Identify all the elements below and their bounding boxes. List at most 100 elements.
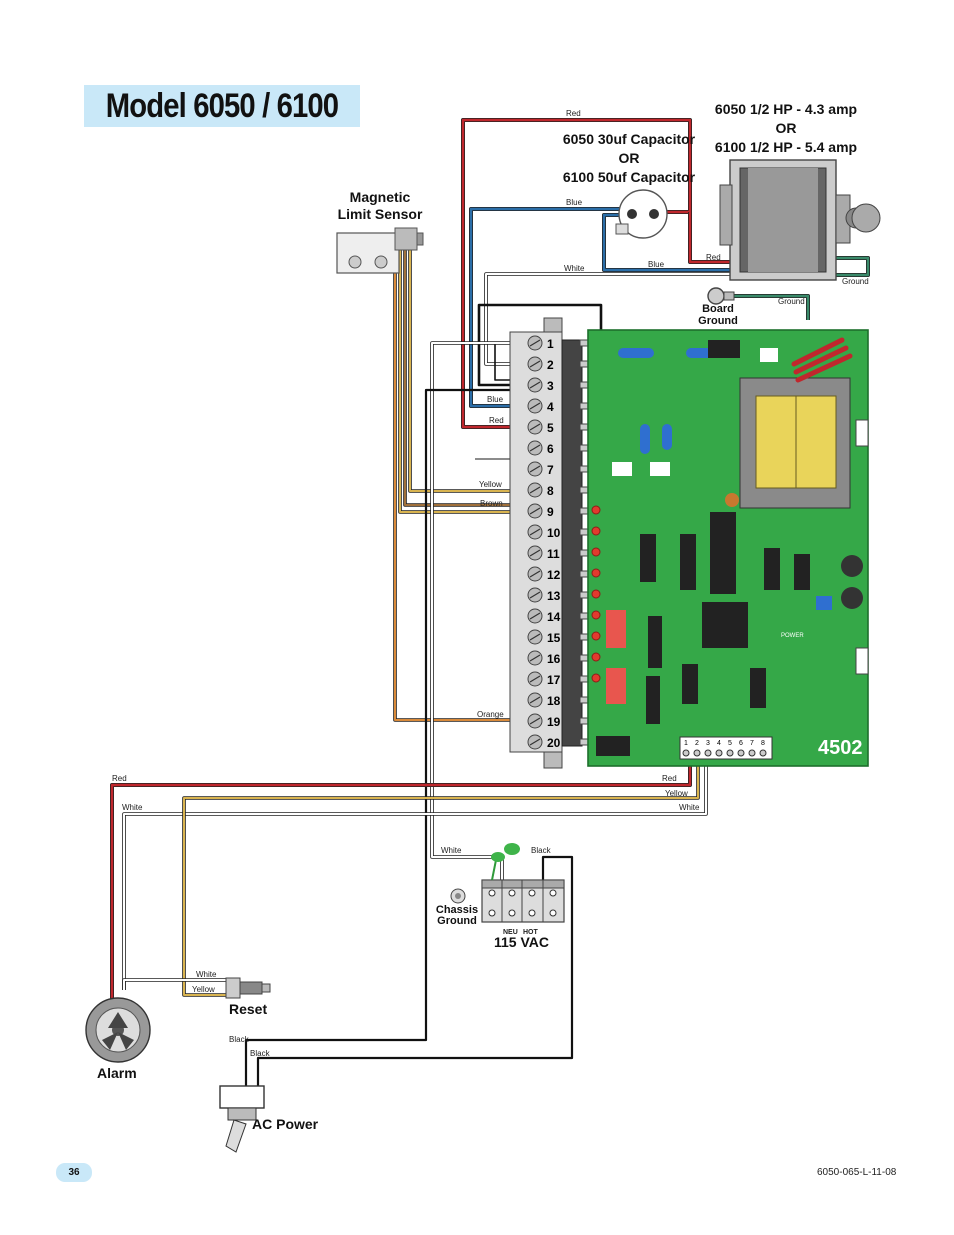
wire-label-yellow-reset: Yellow xyxy=(192,985,215,994)
wire-label-brown-t9: Brown xyxy=(480,499,503,508)
terminal-8: 8 xyxy=(527,482,589,498)
page-title: Model 6050 / 6100 xyxy=(105,87,339,125)
terminal-number: 1 xyxy=(547,337,554,351)
led xyxy=(591,652,601,662)
wire-label-yellow-board: Yellow xyxy=(665,789,688,798)
wire-label-black-switch-1: Black xyxy=(229,1035,250,1044)
wire-label-ground-board: Ground xyxy=(778,297,805,306)
wire-label-black-switch-2: Black xyxy=(250,1049,271,1058)
terminal-number: 3 xyxy=(547,379,554,393)
wire-label-orange-t19: Orange xyxy=(477,710,504,719)
black-wire-switch xyxy=(244,388,530,1088)
wire-label-red-alarm: Red xyxy=(112,774,127,783)
magnetic-limit-sensor xyxy=(336,227,424,274)
chassis-ground-label-line: Ground xyxy=(437,915,477,927)
magnetic-sensor-label-line: Magnetic xyxy=(349,189,411,205)
terminal-6: 6 xyxy=(527,440,589,456)
motor-spec-line: OR xyxy=(775,120,797,136)
white-wire-alarm xyxy=(123,765,707,990)
motor-spec-line: 6050 1/2 HP - 4.3 amp xyxy=(714,101,858,117)
motor-spec: 6050 1/2 HP - 4.3 amp OR 6100 1/2 HP - 5… xyxy=(700,100,872,157)
terminal-4: 4 xyxy=(527,398,589,414)
small-terminal-number: 7 xyxy=(750,740,754,747)
wire-label-white-top: White xyxy=(564,264,585,273)
green-ground-board xyxy=(730,294,810,320)
alarm-horn xyxy=(85,997,151,1063)
terminal-14: 14 xyxy=(527,608,589,624)
wire-label-red-top: Red xyxy=(566,109,581,118)
reset-button[interactable] xyxy=(225,977,271,999)
yellow-wire-t8 xyxy=(409,250,530,492)
magnetic-sensor-label: Magnetic Limit Sensor xyxy=(332,189,428,223)
terminal-number: 18 xyxy=(547,694,561,708)
small-terminal-number: 8 xyxy=(761,740,765,747)
ac-power-switch[interactable] xyxy=(219,1085,265,1153)
title-banner: Model 6050 / 6100 xyxy=(84,85,360,127)
terminal-7: 7 xyxy=(527,461,589,477)
power-terminal-block xyxy=(450,843,565,923)
small-terminal-number: 6 xyxy=(739,740,743,747)
small-terminal-number: 2 xyxy=(695,740,699,747)
board-ground-label-line: Board xyxy=(702,303,734,315)
small-terminal-screw xyxy=(748,749,756,757)
terminal-10: 10 xyxy=(527,524,589,540)
wire-label-white-alarm: White xyxy=(122,803,143,812)
terminal-18: 18 xyxy=(527,692,589,708)
terminal-17: 17 xyxy=(527,671,589,687)
small-terminal-screw xyxy=(737,749,745,757)
chassis-ground-label-line: Chassis xyxy=(435,904,479,916)
wires xyxy=(110,118,870,1088)
board-ground-label: Board Ground xyxy=(694,303,742,327)
capacitor-spec-line: 6100 50uf Capacitor xyxy=(562,169,696,185)
capacitor-spec-line: 6050 30uf Capacitor xyxy=(562,131,696,147)
wire-label-blue-t4: Blue xyxy=(487,395,504,404)
board-ground-lug xyxy=(707,287,735,305)
terminal-number: 2 xyxy=(547,358,554,372)
terminal-number: 10 xyxy=(547,526,561,540)
small-terminal-screw xyxy=(715,749,723,757)
small-terminal-number: 5 xyxy=(728,740,732,747)
wire-label-blue-cap: Blue xyxy=(648,260,665,269)
ac-power-label: AC Power xyxy=(252,1116,319,1132)
terminal-number: 15 xyxy=(547,631,561,645)
wire-label-red-motor: Red xyxy=(706,253,721,262)
wire-label-black-ac: Black xyxy=(531,846,552,855)
led xyxy=(591,589,601,599)
small-terminal-number: 4 xyxy=(717,740,721,747)
terminal-number: 19 xyxy=(547,715,561,729)
led xyxy=(591,568,601,578)
capacitor-spec: 6050 30uf Capacitor OR 6100 50uf Capacit… xyxy=(556,130,702,187)
terminal-9: 9 xyxy=(527,503,589,519)
capacitor xyxy=(615,189,668,239)
wire-label-red-board: Red xyxy=(662,774,677,783)
small-terminal-number: 1 xyxy=(684,740,688,747)
terminal-number: 12 xyxy=(547,568,561,582)
terminal-number: 16 xyxy=(547,652,561,666)
neu-label: NEU xyxy=(503,929,518,936)
red-wire-alarm xyxy=(110,765,692,1010)
led-column xyxy=(591,505,601,683)
wire-label-red-t5: Red xyxy=(489,416,504,425)
black-wire-top xyxy=(477,303,603,387)
terminal-number: 14 xyxy=(547,610,561,624)
terminal-20: 20 xyxy=(527,734,589,750)
led xyxy=(591,610,601,620)
wire-label-white-board: White xyxy=(679,803,700,812)
wire-label-white-reset: White xyxy=(196,970,217,979)
small-terminal-screw xyxy=(682,749,690,757)
wire-label-yellow-t8: Yellow xyxy=(479,480,502,489)
blue-wire-top xyxy=(469,207,630,408)
vac-label: 115 VAC xyxy=(494,934,549,950)
led xyxy=(591,547,601,557)
terminal-3: 3 xyxy=(527,377,589,393)
motor-spec-line: 6100 1/2 HP - 5.4 amp xyxy=(714,139,858,155)
terminal-number: 20 xyxy=(547,736,561,750)
capacitor-spec-line: OR xyxy=(618,150,640,166)
red-wire-top xyxy=(461,118,692,429)
terminal-number: 13 xyxy=(547,589,561,603)
terminal-number: 11 xyxy=(547,547,560,561)
board-model-number: 4502 xyxy=(818,737,863,759)
